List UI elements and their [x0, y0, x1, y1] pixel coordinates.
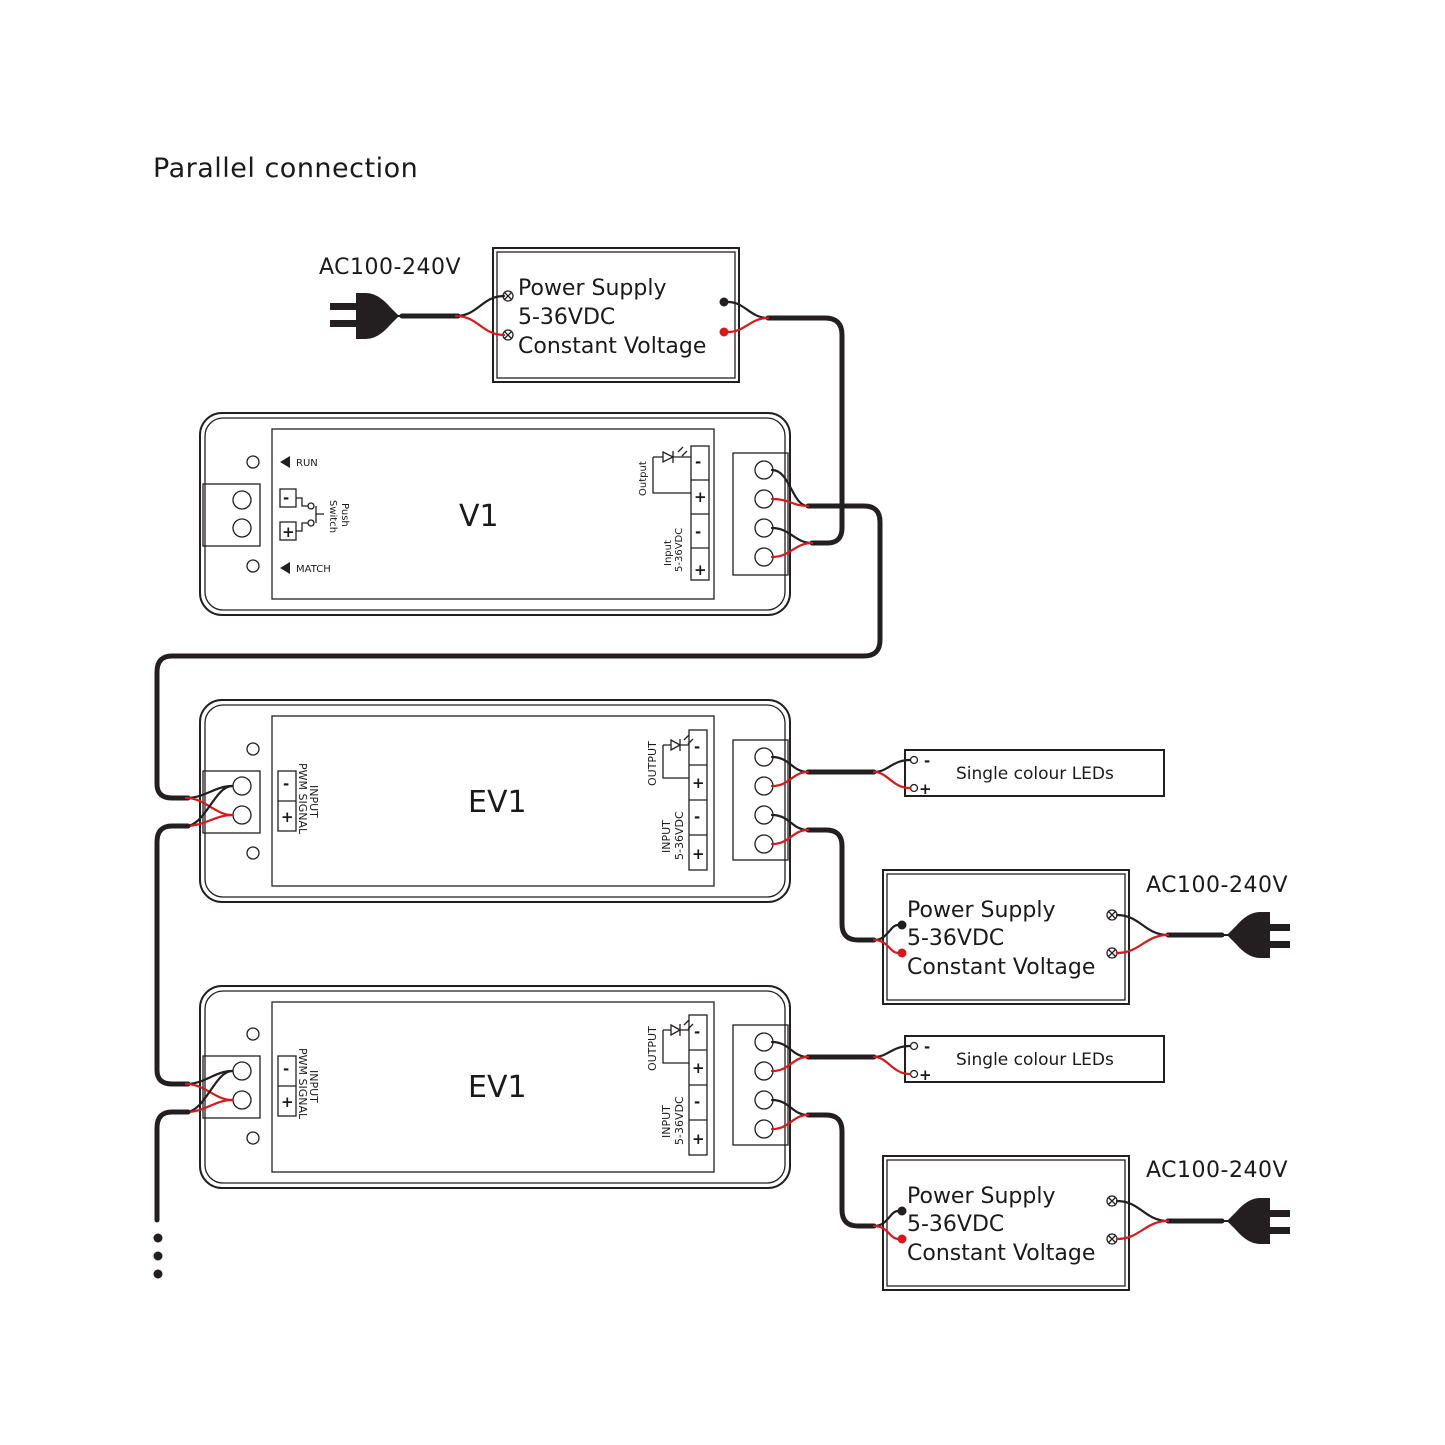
led-label: Single colour LEDs	[956, 764, 1114, 784]
svg-text:-: -	[694, 808, 700, 826]
svg-text:+: +	[694, 488, 707, 506]
svg-text:Power Supply: Power Supply	[907, 898, 1055, 923]
psu-type: Constant Voltage	[518, 334, 706, 359]
svg-text:-: -	[283, 1060, 289, 1078]
push-switch-icon	[296, 497, 324, 532]
led-strip-2: - + Single colour LEDs	[904, 1035, 1165, 1084]
ev1-model: EV1	[468, 785, 527, 820]
svg-text:-: -	[695, 523, 701, 541]
input-voltage-label: 5-36VDC	[673, 811, 686, 860]
ac-label-3: AC100-240V	[1146, 1158, 1288, 1183]
svg-text:5-36VDC: 5-36VDC	[673, 1096, 686, 1145]
ev1-model: EV1	[468, 1070, 527, 1105]
ev1-repeater-2: - + INPUT PWM SIGNAL EV1 OUTPUT INPUT 5-…	[199, 985, 791, 1189]
top-power-supply: Power Supply 5-36VDC Constant Voltage	[492, 247, 740, 383]
input-label: INPUT	[660, 820, 673, 853]
svg-text:+: +	[692, 1130, 705, 1148]
page-title: Parallel connection	[153, 153, 418, 184]
svg-text:INPUT: INPUT	[307, 1070, 320, 1103]
svg-text:5-36VDC: 5-36VDC	[907, 926, 1004, 951]
plug-icon	[330, 293, 406, 339]
led-strip-1: - + Single colour LEDs	[904, 749, 1165, 798]
led-label: Single colour LEDs	[956, 1050, 1114, 1070]
switch-plus: +	[282, 523, 295, 541]
v1-model: V1	[459, 499, 499, 534]
svg-text:+: +	[919, 1066, 932, 1084]
svg-text:Constant Voltage: Constant Voltage	[907, 955, 1095, 980]
svg-text:-: -	[694, 1023, 700, 1041]
ac-label-2: AC100-240V	[1146, 873, 1288, 898]
match-label: MATCH	[296, 564, 331, 575]
input-voltage-label: 5-36VDC	[674, 528, 685, 572]
led-diode-icon	[662, 1019, 694, 1064]
led-diode-icon	[652, 446, 691, 494]
svg-text:+: +	[694, 561, 707, 579]
output-label: OUTPUT	[646, 741, 659, 786]
switch-minus: -	[283, 489, 289, 507]
plug-icon	[1220, 912, 1290, 958]
switch-label: Switch	[327, 500, 338, 533]
svg-text:-: -	[283, 775, 289, 793]
svg-text:PWM SIGNAL: PWM SIGNAL	[296, 1048, 309, 1120]
v1-controller: RUN MATCH - + Push Switch V1 Output Inpu…	[199, 412, 791, 616]
terminal-block-icon	[202, 483, 261, 547]
power-supply-3: Power Supply 5-36VDC Constant Voltage	[882, 1155, 1130, 1291]
svg-text:+: +	[692, 845, 705, 863]
output-label: Output	[638, 461, 649, 496]
ac-label-top: AC100-240V	[319, 255, 461, 280]
svg-text:+: +	[919, 780, 932, 798]
input-label: Input	[663, 540, 674, 566]
svg-text:+: +	[281, 1093, 294, 1111]
power-supply-2: Power Supply 5-36VDC Constant Voltage	[882, 869, 1130, 1005]
svg-text:-: -	[694, 1093, 700, 1111]
pwm-signal-label: PWM SIGNAL	[296, 763, 309, 835]
svg-text:+: +	[692, 1059, 705, 1077]
svg-text:+: +	[692, 774, 705, 792]
svg-text:OUTPUT: OUTPUT	[646, 1026, 659, 1071]
svg-text:5-36VDC: 5-36VDC	[907, 1212, 1004, 1237]
svg-text:-: -	[695, 453, 701, 471]
svg-text:Constant Voltage: Constant Voltage	[907, 1241, 1095, 1266]
psu-title: Power Supply	[518, 276, 666, 301]
push-label: Push	[339, 503, 350, 527]
continuation-dots-icon	[153, 1233, 163, 1279]
signal-input-label: INPUT	[307, 785, 320, 818]
svg-text:Power Supply: Power Supply	[907, 1184, 1055, 1209]
run-label: RUN	[296, 458, 318, 469]
svg-text:-: -	[924, 1038, 930, 1056]
svg-text:INPUT: INPUT	[660, 1105, 673, 1138]
psu-ac-terminal-icon	[1106, 909, 1118, 959]
svg-text:-: -	[924, 752, 930, 770]
ev1-repeater-1: - + INPUT PWM SIGNAL EV1 OUTPUT INPUT 5-…	[199, 699, 791, 903]
plug-icon	[1220, 1198, 1290, 1244]
psu-voltage: 5-36VDC	[518, 305, 615, 330]
svg-text:-: -	[694, 738, 700, 756]
svg-text:+: +	[281, 808, 294, 826]
